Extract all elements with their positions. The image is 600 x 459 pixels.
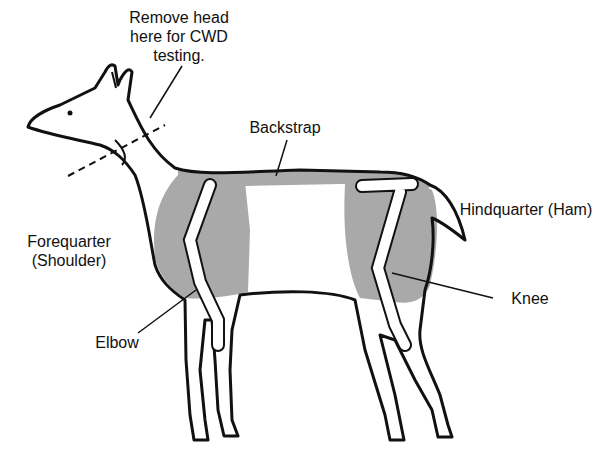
part-label: Remove head here for CWD testing. [112, 8, 246, 65]
leader-line [138, 290, 196, 333]
part-label: Forequarter (Shoulder) [4, 232, 134, 270]
part-label: Elbow [82, 333, 152, 352]
ear-line [112, 72, 116, 88]
part-label: Hindquarter (Ham) [456, 200, 596, 219]
bones [190, 184, 412, 345]
leader-line [150, 66, 182, 118]
cut-line [68, 125, 165, 176]
leader-line [392, 273, 493, 298]
eye [68, 111, 73, 116]
part-label: Knee [495, 289, 565, 308]
leader-line [276, 140, 287, 176]
part-label: Backstrap [230, 118, 340, 137]
jaw-line [115, 140, 125, 165]
